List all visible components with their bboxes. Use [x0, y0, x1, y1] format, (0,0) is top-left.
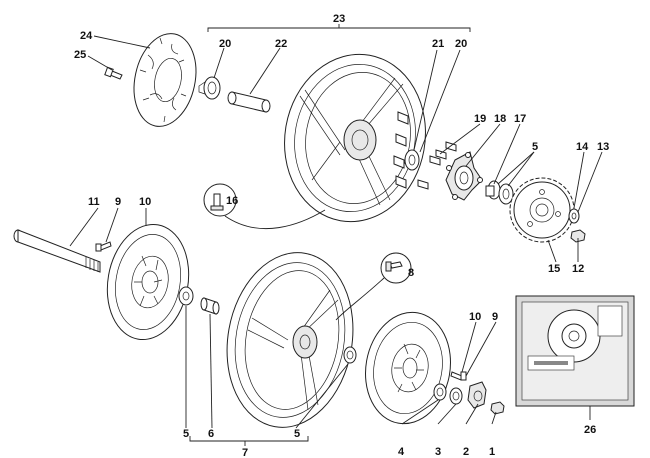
sprocket-flange	[445, 151, 483, 201]
sprocket-washer	[568, 208, 580, 224]
label-16: 16	[226, 195, 238, 207]
detail-callout-16	[203, 183, 326, 230]
label-12: 12	[572, 263, 584, 275]
label-5-front-left: 5	[183, 428, 189, 440]
front-right-brake-disc	[365, 311, 451, 425]
front-left-bearing	[178, 286, 194, 306]
front-left-brake-disc	[106, 223, 190, 341]
label-20-right: 20	[455, 38, 467, 50]
rear-brake-disc	[133, 33, 197, 127]
label-5-front-right: 5	[294, 428, 300, 440]
front-right-bearing	[343, 346, 357, 364]
rear-spacer-tube	[227, 91, 271, 113]
label-23: 23	[333, 13, 345, 25]
front-axle-nut	[490, 401, 505, 415]
label-4: 4	[398, 446, 405, 458]
label-10-left: 10	[139, 196, 151, 208]
speedo-drive	[467, 381, 487, 409]
label-25: 25	[74, 49, 86, 61]
rear-wheel-rim	[284, 53, 426, 223]
front-seal	[433, 383, 447, 401]
label-10-right: 10	[469, 311, 481, 323]
label-11: 11	[88, 196, 100, 208]
front-wheel-rim	[226, 252, 354, 428]
front-right-screw	[450, 371, 467, 381]
label-19: 19	[474, 113, 486, 125]
front-spacer-ring	[449, 387, 463, 405]
label-9-right: 9	[492, 311, 498, 323]
detail-callout-8	[335, 252, 412, 321]
bracket-23	[207, 24, 471, 32]
front-spacer	[200, 297, 220, 315]
leader-lines	[69, 35, 603, 429]
cush-studs	[393, 111, 409, 189]
label-14: 14	[576, 141, 589, 153]
disc-screw	[104, 66, 123, 80]
label-6: 6	[208, 428, 214, 440]
sprocket-nut	[570, 229, 586, 243]
label-17: 17	[514, 113, 526, 125]
label-8: 8	[408, 267, 414, 279]
label-3: 3	[435, 446, 441, 458]
label-1: 1	[489, 446, 495, 458]
front-axle	[13, 229, 101, 273]
inset-panel	[515, 295, 635, 407]
label-26: 26	[584, 424, 596, 436]
label-2: 2	[463, 446, 469, 458]
rear-hub-bearings	[485, 180, 514, 205]
label-24: 24	[80, 30, 93, 42]
label-21: 21	[432, 38, 444, 50]
rear-left-bearing	[198, 76, 221, 100]
label-5-rear: 5	[532, 141, 538, 153]
label-20-left: 20	[219, 38, 231, 50]
bracket-7	[189, 436, 309, 446]
front-left-screw	[95, 241, 112, 252]
label-18: 18	[494, 113, 506, 125]
label-13: 13	[597, 141, 609, 153]
label-9-left: 9	[115, 196, 121, 208]
label-15: 15	[548, 263, 560, 275]
callout-labels: 24 25 20 22 23 21 20 19 18 17 5 14 13 16…	[74, 13, 609, 458]
label-22: 22	[275, 38, 287, 50]
rear-right-bearing	[404, 149, 420, 171]
rear-sprocket	[509, 177, 575, 243]
label-7: 7	[242, 447, 248, 458]
